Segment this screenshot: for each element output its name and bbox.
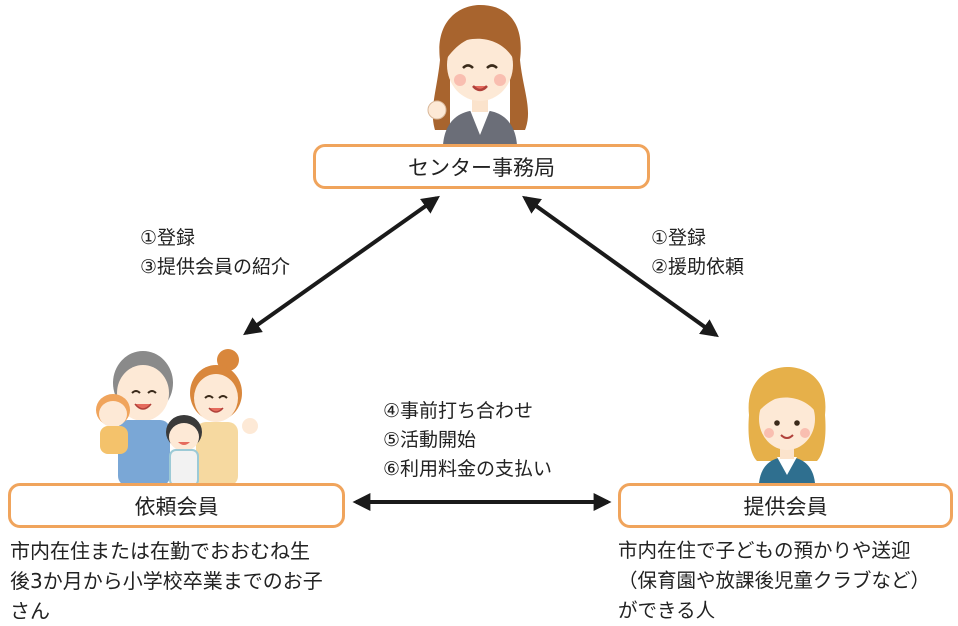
center-office-label: センター事務局 (408, 155, 555, 180)
providing-member-box: 提供会員 (618, 483, 953, 528)
requesting-member-box: 依頼会員 (8, 483, 345, 528)
right-step-1: ①登録 (651, 227, 707, 249)
requesting-member-description: 市内在住または在勤でおおむね生 後3か月から小学校卒業までのお子 さん (10, 536, 323, 626)
staff-illustration (427, 5, 529, 145)
left-desc-line-3: さん (10, 599, 50, 623)
left-desc-line-1: 市内在住または在勤でおおむね生 (10, 539, 310, 563)
arrows-layer (243, 195, 719, 511)
providing-member-label: 提供会員 (743, 494, 828, 519)
left-steps: ①登録 ③提供会員の紹介 (140, 224, 290, 282)
left-desc-line-2: 後3か月から小学校卒業までのお子 (10, 569, 323, 593)
bottom-step-2: ⑤活動開始 (383, 429, 477, 451)
bottom-step-3: ⑥利用料金の支払い (383, 458, 553, 480)
right-step-2: ②援助依頼 (651, 256, 745, 278)
family-illustration (96, 349, 258, 486)
right-desc-line-3: ができる人 (618, 599, 716, 622)
right-desc-line-1: 市内在住で子どもの預かりや送迎 (618, 539, 911, 562)
right-steps: ①登録 ②援助依頼 (651, 224, 744, 282)
right-arrow (522, 195, 719, 338)
bottom-step-1: ④事前打ち合わせ (383, 400, 534, 422)
bottom-steps: ④事前打ち合わせ ⑤活動開始 ⑥利用料金の支払い (383, 397, 552, 484)
left-step-1: ①登録 (140, 227, 196, 249)
provider-illustration (748, 367, 826, 483)
providing-member-description: 市内在住で子どもの預かりや送迎 （保育園や放課後児童クラブなど） ができる人 (618, 536, 930, 626)
right-desc-line-2: （保育園や放課後児童クラブなど） (618, 569, 931, 592)
requesting-member-label: 依頼会員 (134, 494, 219, 519)
center-office-box: センター事務局 (313, 144, 650, 189)
left-step-2: ③提供会員の紹介 (140, 256, 291, 278)
left-arrow (243, 195, 440, 336)
